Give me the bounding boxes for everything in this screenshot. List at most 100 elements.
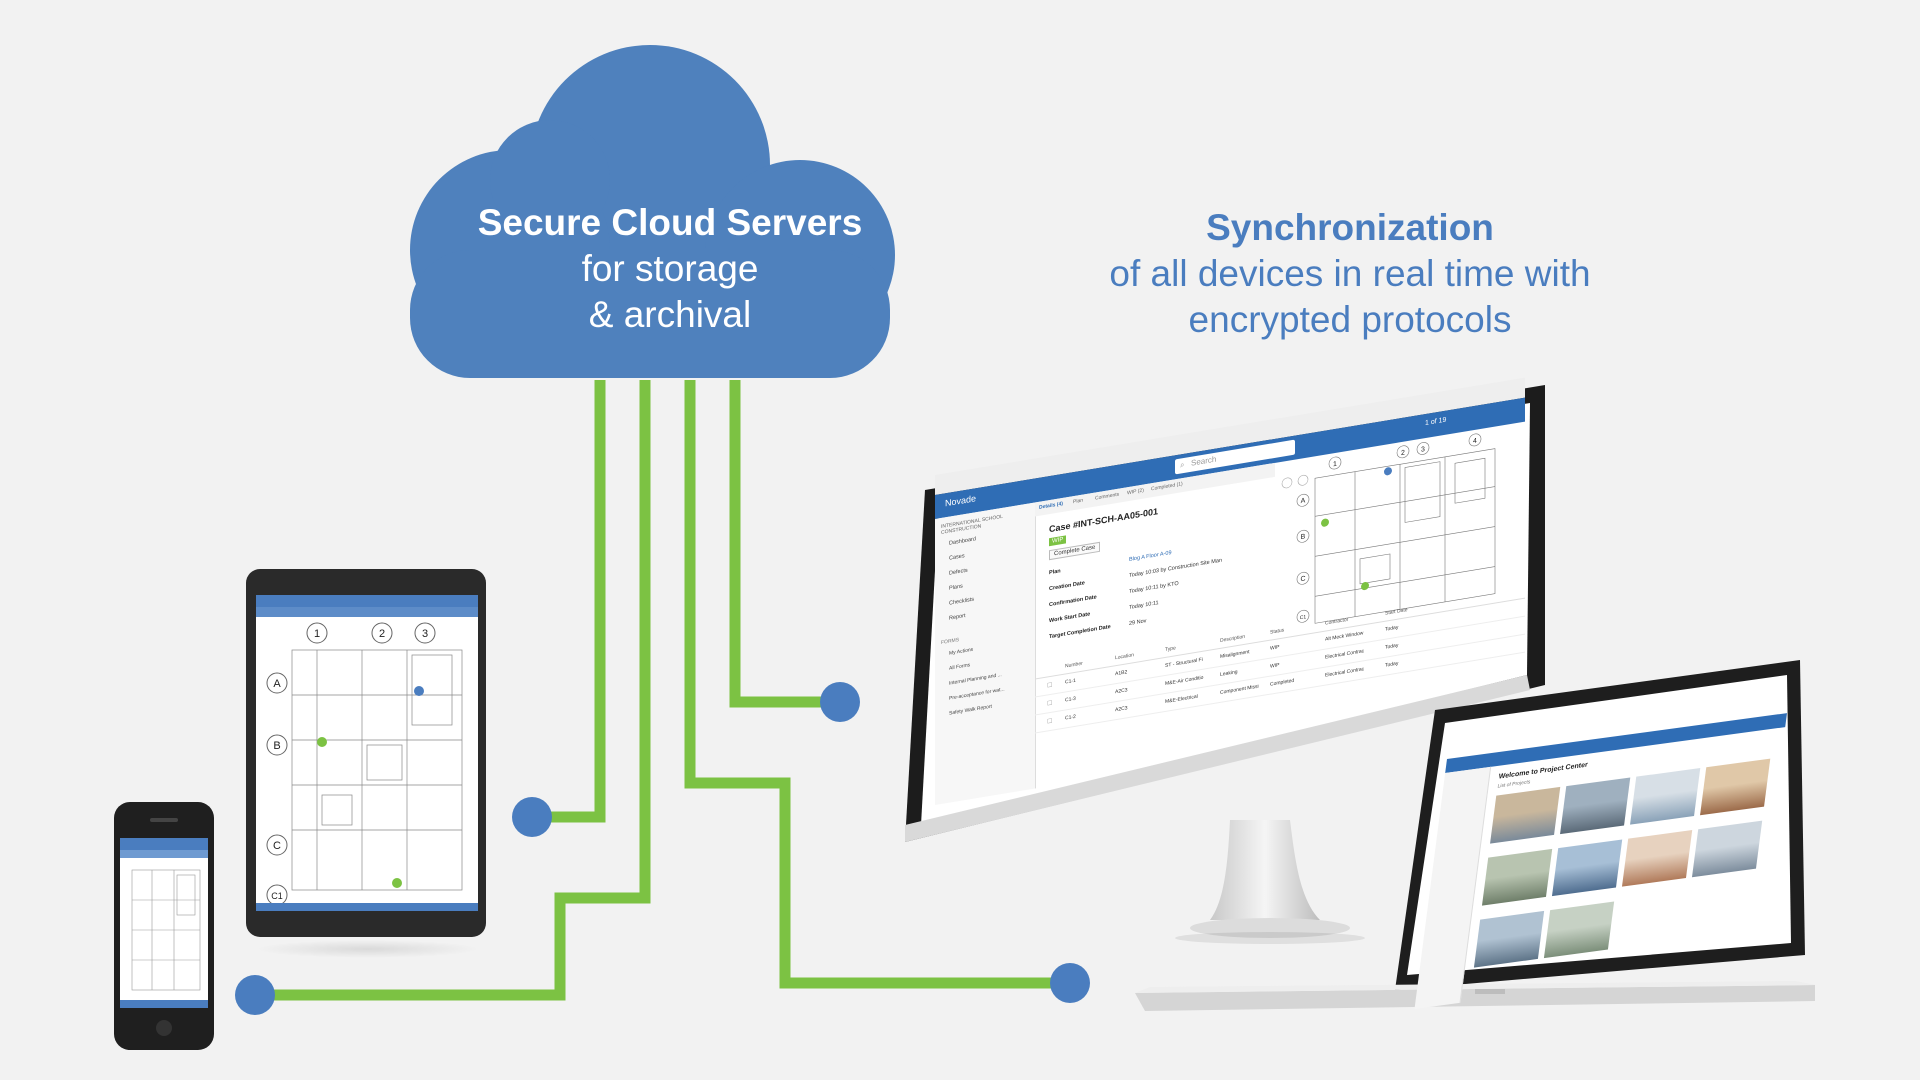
row-checkbox-icon[interactable]: ☐ (1047, 700, 1053, 708)
sidebar-item[interactable]: Plans (949, 583, 963, 592)
project-thumbnail[interactable] (1551, 839, 1623, 897)
forms-item[interactable]: Pre-acceptance for wat... (949, 686, 1005, 702)
project-thumbnail[interactable] (1560, 777, 1631, 835)
svg-text:4: 4 (1473, 438, 1477, 446)
table-cell: Today (1385, 642, 1399, 651)
sidebar-item[interactable]: Checklists (949, 596, 975, 607)
grid-marker-row: C (266, 834, 288, 856)
laptop: Welcome to Project Center List of Projec… (1135, 655, 1815, 1015)
cloud-line-1: for storage (581, 248, 759, 289)
desktop-screen: Novade ⌕ Search 1 of 19 INTERNATIONAL SC… (935, 377, 1525, 805)
svg-text:3: 3 (1421, 446, 1425, 454)
project-thumbnail[interactable] (1490, 786, 1561, 844)
desktop-node (820, 682, 860, 722)
project-thumbnail[interactable] (1481, 848, 1553, 906)
svg-text:C: C (273, 840, 281, 852)
grid-marker-row: C1 (266, 884, 288, 906)
field-label: Work Start Date (1049, 611, 1091, 625)
svg-text:A: A (1301, 497, 1306, 505)
pager: 1 of 19 (1425, 416, 1447, 428)
cloud-label: Secure Cloud Servers for storage & archi… (410, 200, 930, 338)
table-header: Status (1270, 627, 1285, 636)
field-label: Confirmation Date (1049, 594, 1097, 609)
table-cell: Today (1385, 624, 1399, 633)
forms-item[interactable]: Internal Planning and ... (949, 671, 1002, 687)
forms-item[interactable]: Safety Walk Report (949, 703, 992, 717)
sync-line-1: of all devices in real time with (1109, 253, 1591, 294)
project-thumbnail[interactable] (1630, 768, 1701, 825)
table-cell: A2C3 (1115, 687, 1128, 696)
table-cell: A2C3 (1115, 705, 1128, 714)
table-header: Number (1065, 660, 1083, 670)
table-header: Location (1115, 652, 1134, 662)
table-cell: C1-2 (1065, 713, 1076, 722)
field-value: Today 10:11 (1129, 600, 1159, 611)
forms-item[interactable]: My Actions (949, 646, 974, 657)
field-label: Plan (1049, 568, 1061, 577)
grid-marker-row: B (266, 734, 288, 756)
plan-col-marker: 2 (1396, 445, 1410, 459)
tablet-node (512, 797, 552, 837)
project-thumbnail[interactable] (1700, 758, 1771, 816)
svg-text:2: 2 (379, 628, 385, 640)
connector-phone (255, 380, 651, 1001)
svg-text:B: B (273, 740, 280, 752)
project-thumbnail[interactable] (1691, 820, 1763, 878)
table-cell: Alt Meck Window (1325, 630, 1364, 643)
sidebar-item[interactable]: Report (949, 612, 966, 622)
plan-view: 1 2 3 4 A B C C1 (1275, 422, 1525, 638)
table-cell: A1B2 (1115, 669, 1128, 678)
svg-text:3: 3 (422, 628, 428, 640)
tab[interactable]: Plan (1073, 497, 1084, 506)
phone-device (114, 802, 214, 1050)
laptop-node (1050, 963, 1090, 1003)
cloud-title: Secure Cloud Servers (477, 202, 863, 243)
plan-col-marker: 4 (1468, 433, 1482, 447)
grid-marker-col: 1 (306, 622, 328, 644)
sidebar-item[interactable]: Cases (949, 553, 965, 562)
monitor-stand (1175, 820, 1365, 944)
grid-marker-col: 3 (414, 622, 436, 644)
search-icon: ⌕ (1180, 459, 1185, 470)
table-cell: C1-1 (1065, 677, 1076, 686)
tab[interactable]: Completed (1) (1151, 481, 1183, 493)
field-value: Blog A Floor A-09 (1129, 549, 1172, 563)
row-checkbox-icon[interactable]: ☐ (1047, 718, 1053, 726)
case-title: Case #INT-SCH-AA05-001 (1049, 506, 1159, 535)
tab[interactable]: WIP (2) (1127, 487, 1144, 497)
svg-text:C: C (1300, 575, 1305, 583)
sidebar-item[interactable]: Dashboard (949, 536, 976, 547)
project-thumbnail[interactable] (1621, 830, 1693, 887)
table-cell: C1-3 (1065, 695, 1076, 704)
sync-label: Synchronization of all devices in real t… (1080, 205, 1620, 343)
project-thumbnail[interactable] (1473, 910, 1545, 968)
svg-text:1: 1 (1333, 461, 1337, 469)
connector-laptop (684, 380, 1070, 989)
laptop-screen: Welcome to Project Center List of Projec… (1414, 713, 1787, 1009)
forms-label: FORMS (941, 637, 960, 647)
cloud-shape (410, 45, 895, 378)
forms-item[interactable]: All Forms (949, 662, 971, 672)
table-cell: WIP (1270, 644, 1280, 652)
table-header: Description (1220, 633, 1246, 644)
tab[interactable]: Comments (1095, 491, 1120, 502)
case-badge: WIP (1049, 535, 1067, 547)
project-thumbnail[interactable] (1543, 901, 1615, 959)
svg-text:C1: C1 (1300, 614, 1307, 621)
field-value: Today 10:03 by Construction Site Man (1129, 557, 1222, 579)
tablet-device: 1 2 3 A B C C1 (246, 569, 486, 937)
cloud-line-2: & archival (588, 294, 752, 335)
sync-title: Synchronization (1206, 207, 1494, 248)
sidebar-item[interactable]: Defects (949, 567, 968, 577)
field-value: Today 10:11 by KTO (1129, 580, 1179, 595)
row-checkbox-icon[interactable]: ☐ (1047, 682, 1053, 690)
tab[interactable]: Details (4) (1039, 500, 1063, 511)
floor-plan: 1 2 3 4 A B C C1 (1281, 433, 1496, 624)
svg-text:B: B (1301, 533, 1306, 541)
phone-node (235, 975, 275, 1015)
plan-col-marker: 1 (1328, 456, 1342, 470)
grid-marker-row: A (266, 672, 288, 694)
plan-row-marker: A (1296, 493, 1310, 507)
